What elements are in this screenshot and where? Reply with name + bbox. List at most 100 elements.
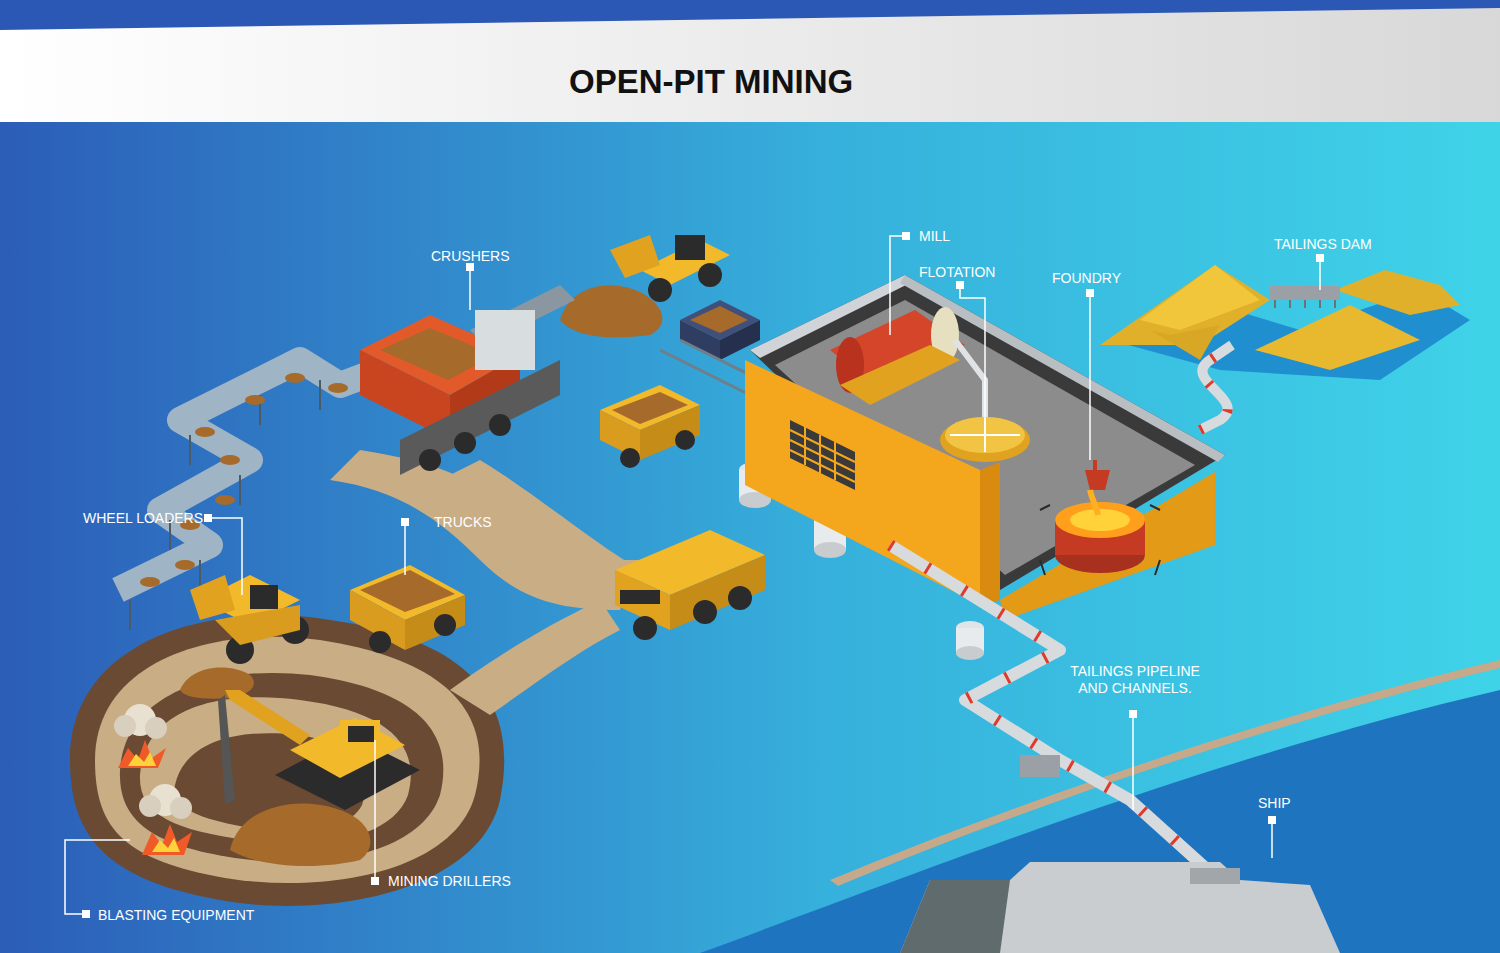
- conveyor: [140, 577, 160, 587]
- plant-building: [790, 420, 855, 490]
- leader-lines: [65, 236, 1320, 914]
- vehicles: [728, 586, 752, 610]
- leader-markers: [401, 518, 409, 526]
- vehicles: [675, 235, 705, 260]
- vehicles: [693, 600, 717, 624]
- vehicles: [633, 616, 657, 640]
- pipeline: [890, 545, 1230, 890]
- vehicles: [225, 690, 310, 745]
- crusher: [400, 360, 560, 475]
- plant-building: [1055, 502, 1145, 538]
- leader-lines: [374, 740, 376, 877]
- vehicles: [405, 595, 465, 650]
- vehicles: [340, 720, 380, 750]
- vehicles: [612, 392, 688, 424]
- plant-building: [840, 345, 960, 405]
- leader-markers: [1316, 254, 1324, 262]
- callout-label: CRUSHERS: [431, 248, 510, 265]
- vehicles: [190, 575, 235, 620]
- leader-markers: [956, 281, 964, 289]
- vehicles: [620, 448, 640, 468]
- conveyor: [175, 560, 195, 570]
- leader-lines: [890, 236, 902, 335]
- blasts: [152, 838, 180, 852]
- tanks: [814, 542, 846, 558]
- plant-building: [790, 420, 855, 490]
- blasts: [114, 704, 192, 855]
- vehicles: [698, 263, 722, 287]
- conveyor: [328, 383, 348, 393]
- vehicles: [680, 320, 720, 360]
- blasts: [118, 740, 166, 768]
- tailings-dam: [1100, 265, 1470, 380]
- conveyor: [118, 360, 380, 630]
- ship: [900, 880, 1010, 953]
- crusher: [419, 449, 441, 471]
- background: [700, 690, 1500, 953]
- pit: [70, 615, 504, 906]
- ore-piles: [230, 803, 370, 865]
- leader-markers: [1129, 710, 1137, 718]
- conveyor: [285, 373, 305, 383]
- leader-lines: [212, 518, 242, 595]
- background: [830, 660, 1500, 886]
- plant-building: [980, 462, 1000, 605]
- pipeline: [1200, 345, 1232, 430]
- ship: [1190, 868, 1240, 884]
- callout-label: TAILINGS PIPELINE AND CHANNELS.: [1065, 663, 1205, 697]
- vehicles: [675, 430, 695, 450]
- leader-lines: [1319, 262, 1321, 290]
- blasts: [114, 715, 136, 737]
- callout-label: FLOTATION: [919, 264, 995, 281]
- plant-building: [790, 427, 855, 482]
- blasts: [170, 797, 192, 819]
- vehicles: [215, 605, 300, 645]
- ore-piles: [560, 285, 662, 337]
- diagram-title: OPEN-PIT MINING: [569, 62, 853, 102]
- plant-building: [745, 275, 1225, 620]
- crusher: [489, 414, 511, 436]
- vehicles: [250, 585, 278, 609]
- leader-markers: [371, 877, 379, 885]
- callout-label: TRUCKS: [434, 514, 492, 531]
- leader-lines: [469, 270, 471, 310]
- vehicles: [190, 235, 770, 810]
- leader-markers: [204, 514, 212, 522]
- callout-label: MILL: [919, 228, 950, 245]
- crusher: [475, 310, 535, 370]
- crusher: [454, 432, 476, 454]
- conveyor: [215, 495, 235, 505]
- blasts: [128, 752, 156, 766]
- blasts: [142, 824, 192, 855]
- callout-label: SHIP: [1258, 795, 1291, 812]
- callout-label: WHEEL LOADERS: [83, 510, 203, 527]
- leader-markers: [82, 910, 90, 918]
- leader-markers: [466, 263, 474, 271]
- blasts: [145, 717, 167, 739]
- vehicles: [610, 235, 660, 278]
- leader-lines: [404, 526, 406, 575]
- background: [0, 8, 1500, 122]
- tanks: [956, 646, 984, 660]
- vehicles: [670, 555, 765, 630]
- vehicles: [690, 306, 748, 333]
- vehicles: [369, 631, 391, 653]
- tailings-dam: [1275, 300, 1335, 308]
- vehicles: [720, 320, 760, 360]
- tailings-dam: [1270, 286, 1340, 300]
- tailings-dam: [1140, 265, 1260, 330]
- conveyor: [220, 455, 240, 465]
- vehicles: [290, 718, 405, 778]
- plant-building: [1093, 460, 1097, 470]
- leader-lines: [65, 840, 130, 914]
- leader-lines: [1089, 297, 1091, 460]
- leader-lines: [960, 289, 985, 425]
- callout-label: FOUNDRY: [1052, 270, 1121, 287]
- callout-label: TAILINGS DAM: [1274, 236, 1372, 253]
- pit: [70, 450, 640, 906]
- blasts: [139, 795, 161, 817]
- plant-building: [1085, 470, 1110, 490]
- ship: [900, 862, 1340, 953]
